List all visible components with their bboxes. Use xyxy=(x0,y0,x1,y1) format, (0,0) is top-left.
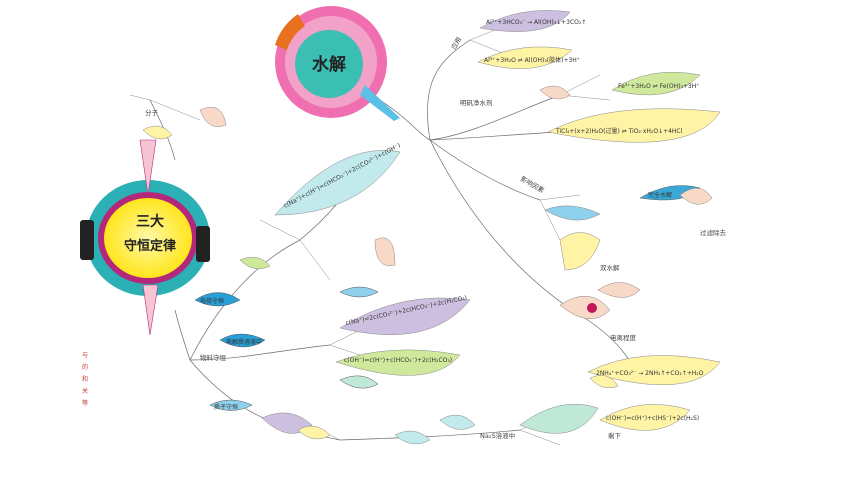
label-double: 双水解 xyxy=(600,263,620,272)
label-molecule: 分子 xyxy=(145,108,159,117)
cons-branch-1 xyxy=(189,344,331,361)
leaf-yellow-3 xyxy=(587,355,721,386)
leaf-text-complete: 完全水解 xyxy=(648,191,672,199)
leaf-cyan-1 xyxy=(274,150,401,216)
hydro-title: 水解 xyxy=(312,54,346,75)
cons-core xyxy=(104,198,192,278)
cons-formula-4: c(OH⁻)=c(H⁺)+c(HS⁻)+2c(H₂S) xyxy=(606,415,699,422)
leaf-blue-4 xyxy=(194,292,241,307)
leaf-yellow-6 xyxy=(599,404,691,431)
side-note: 与 的 和 关 等 xyxy=(82,351,88,407)
leaf-formula-2: Al³⁺+3H₂O ⇌ Al(OH)₃(胶体)+3H⁺ xyxy=(484,56,580,64)
label-factors: 影响因素 xyxy=(519,174,546,195)
hydro-trunk xyxy=(379,99,431,141)
leaf-purple-2 xyxy=(339,297,471,335)
leaf-yellow-5 xyxy=(589,375,619,388)
leaf-cyan-3 xyxy=(394,430,431,445)
conservation-hub: 三大 守恒定律 xyxy=(80,139,210,336)
side-char-5: 等 xyxy=(82,399,88,407)
label-remain: 剩下 xyxy=(608,431,622,440)
twig xyxy=(539,199,561,241)
leaf-mint-1 xyxy=(519,403,599,434)
leaf-peach-6 xyxy=(199,106,227,127)
side-char-3: 和 xyxy=(82,375,88,383)
side-char-4: 关 xyxy=(82,387,88,395)
hydro-orange-tab xyxy=(275,14,305,50)
leaf-yellow-7 xyxy=(142,125,173,140)
hydro-branch-5 xyxy=(427,39,471,141)
hydro-core xyxy=(295,30,363,98)
label-na2s: Na₂S溶液中 xyxy=(480,431,515,440)
leaf-purple-1 xyxy=(479,10,571,32)
twig xyxy=(129,94,151,101)
twig xyxy=(259,219,301,241)
label-filter: 过滤除去 xyxy=(700,228,727,237)
label-material: 物料守恒 xyxy=(200,353,227,362)
leaf-peach-1 xyxy=(597,282,641,298)
conservation-leaves: c(Na⁺)+c(H⁺)=c(HCO₃⁻)+2c(CO₃²⁻)+c(OH⁻) c… xyxy=(142,106,699,445)
cons-branch-4 xyxy=(339,429,521,441)
cons-top-spike xyxy=(139,139,157,196)
label-electrolyte: 电解质溶液中 xyxy=(226,338,262,346)
leaf-mint-2 xyxy=(339,375,379,389)
hydro-pointer xyxy=(360,85,400,121)
leaf-formula-4: TiCl₄+(x+2)H₂O(过量) ⇌ TiO₂·xH₂O↓+4HCl xyxy=(555,127,683,135)
hydrolysis-leaves: Al³⁺+3HCO₃⁻ → Al(OH)₃↓+3CO₂↑ Al³⁺+3H₂O ⇌… xyxy=(449,10,727,388)
leaf-purple-3 xyxy=(261,412,313,434)
leaf-cyan-2 xyxy=(439,414,476,430)
leaf-blue-6 xyxy=(339,286,379,298)
cons-left-tab xyxy=(80,220,94,260)
leaf-blue-3 xyxy=(219,333,266,348)
cons-branch-2 xyxy=(189,239,301,361)
cons-bottom-spike xyxy=(142,284,159,336)
leaf-blue-5 xyxy=(209,399,253,411)
leaf-dot xyxy=(587,303,597,313)
label-proton: 质子守恒 xyxy=(214,403,238,411)
leaf-yellow-4 xyxy=(559,232,601,271)
cons-right-tab xyxy=(196,226,210,262)
cons-title-line2: 守恒定律 xyxy=(124,238,176,254)
twig xyxy=(149,99,201,121)
leaf-green-2 xyxy=(335,349,461,376)
leaf-green-1 xyxy=(611,71,701,96)
leaf-peach-5 xyxy=(374,237,396,266)
hydro-branch-3 xyxy=(429,139,541,201)
leaf-blue-2 xyxy=(544,205,601,221)
leaf-peach-4 xyxy=(679,188,713,205)
label-ionize: 电离程度 xyxy=(610,333,637,342)
hydro-branch-1 xyxy=(429,94,561,141)
cons-trunk xyxy=(174,309,191,361)
twig xyxy=(519,429,561,446)
twig xyxy=(299,239,331,281)
side-char-2: 的 xyxy=(82,363,88,371)
leaf-peach-3 xyxy=(539,85,571,100)
leaf-yellow-1 xyxy=(477,46,573,69)
side-char-1: 与 xyxy=(82,351,88,359)
leaf-formula-5: 2NH₄⁺+CO₃²⁻ → 2NH₃↑+CO₂↑+H₂O xyxy=(596,370,704,377)
label-alum: 明矾净水剂 xyxy=(460,98,493,107)
leaf-yellow-8 xyxy=(297,425,331,440)
leaf-formula-1: Al³⁺+3HCO₃⁻ → Al(OH)₃↓+3CO₂↑ xyxy=(486,19,586,26)
hydrolysis-hub: 水解 xyxy=(275,6,400,121)
leaf-green-3 xyxy=(239,256,271,270)
twig xyxy=(539,194,581,201)
cons-formula-3: c(OH⁻)=c(H⁺)+c(HCO₃⁻)+2c(H₂CO₃) xyxy=(344,357,452,364)
label-charge: 电荷守恒 xyxy=(200,297,224,305)
leaf-formula-3: Fe³⁺+3H₂O ⇌ Fe(OH)₃+3H⁺ xyxy=(618,83,699,90)
label-application: 应用 xyxy=(449,35,463,51)
hydro-branch-4 xyxy=(429,139,581,316)
cons-title-line1: 三大 xyxy=(136,213,164,230)
leaf-yellow-2 xyxy=(547,108,721,143)
leaf-peach-2 xyxy=(559,296,611,319)
